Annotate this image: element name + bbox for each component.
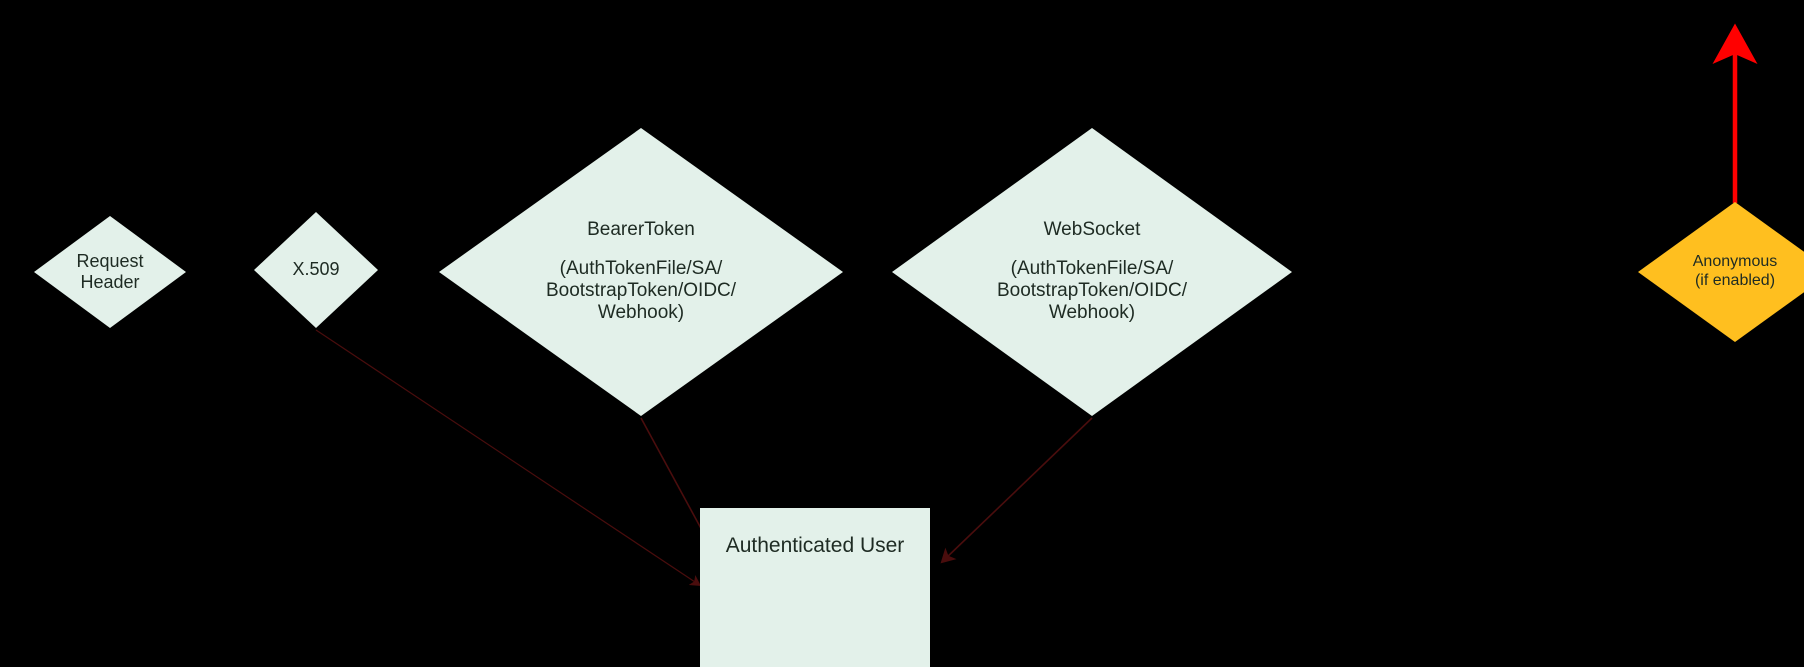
diamond-shape-x509 <box>254 212 378 328</box>
diamond-shape-websocket <box>892 128 1292 416</box>
node-websocket[interactable]: WebSocket (AuthTokenFile/SA/ BootstrapTo… <box>892 128 1292 416</box>
node-authenticated-user[interactable]: Authenticated User <box>700 508 930 667</box>
node-x509[interactable]: X.509 <box>254 212 378 328</box>
node-authenticated-user-label: Authenticated User <box>725 534 905 557</box>
diamond-shape-anonymous <box>1638 202 1804 342</box>
node-anonymous[interactable]: Anonymous (if enabled) <box>1638 202 1804 342</box>
connector-websocket-to-user <box>940 417 1093 564</box>
diamond-shape-request-header <box>34 216 186 328</box>
node-request-header[interactable]: Request Header <box>34 216 186 328</box>
diamond-shape-bearer-token <box>439 128 843 416</box>
node-bearer-token[interactable]: BearerToken (AuthTokenFile/SA/ Bootstrap… <box>439 128 843 416</box>
